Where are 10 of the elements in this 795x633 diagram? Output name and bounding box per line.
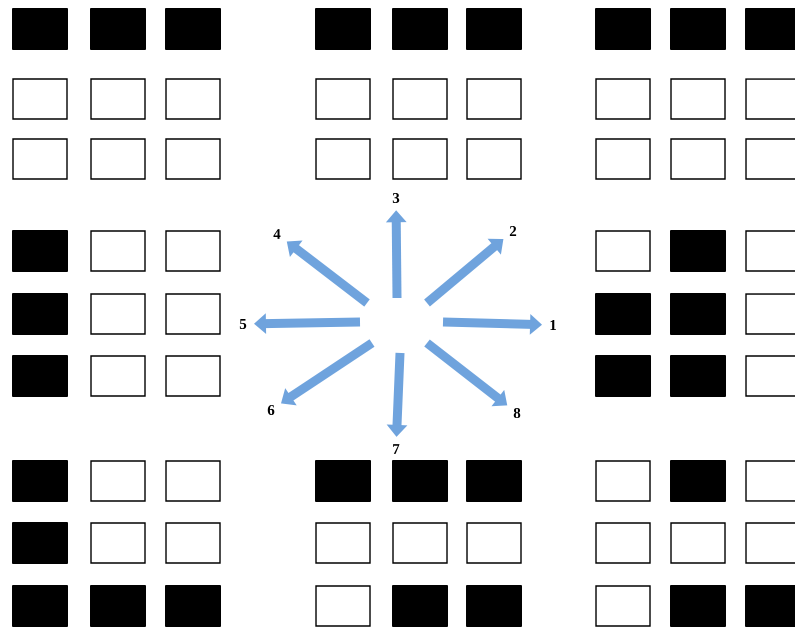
arrow <box>281 339 374 406</box>
direction-number: 2 <box>510 226 516 236</box>
direction-number: 3 <box>392 192 400 204</box>
direction-number: 1 <box>550 320 556 330</box>
direction-number: 6 <box>268 404 274 416</box>
arrow <box>424 238 504 306</box>
direction-number: 8 <box>514 408 520 418</box>
direction-number: 4 <box>273 229 280 239</box>
direction-number: 7 <box>393 444 400 454</box>
direction-number: 5 <box>240 319 246 329</box>
